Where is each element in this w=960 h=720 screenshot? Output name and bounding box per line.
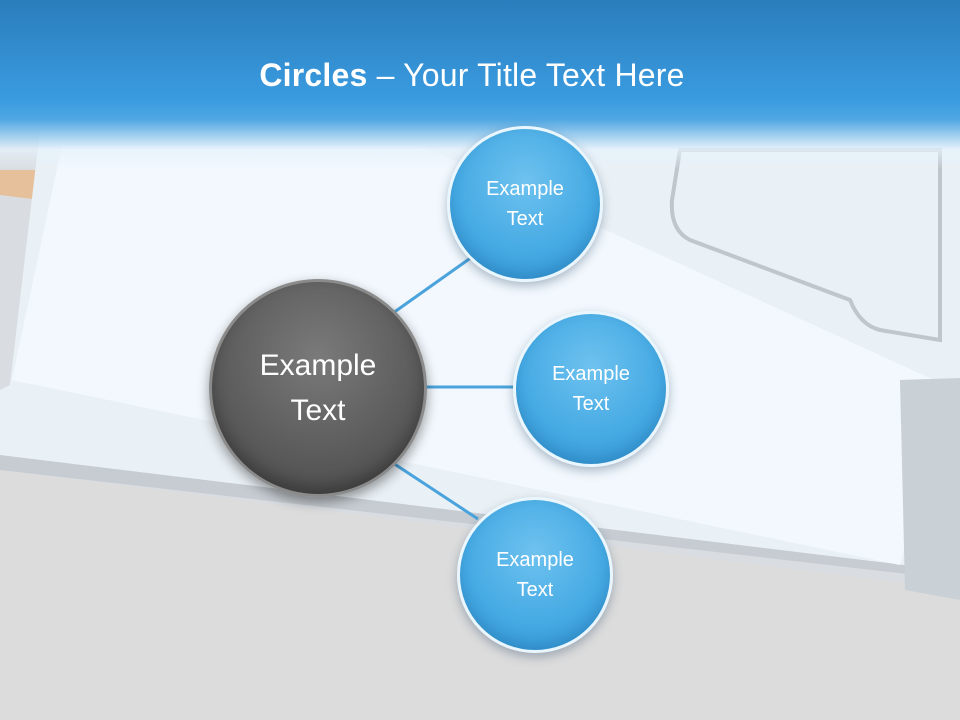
center-circle-label: Example Text <box>250 343 387 433</box>
satellite-circle-middle: Example Text <box>513 311 669 467</box>
satellite-top-label: Example Text <box>476 174 574 234</box>
center-line-1: Example <box>260 343 377 388</box>
satellite-top-line-1: Example <box>486 174 564 204</box>
satellite-circle-top: Example Text <box>447 126 603 282</box>
center-circle: Example Text <box>209 279 427 497</box>
satellite-middle-label: Example Text <box>542 359 640 419</box>
satellite-middle-line-2: Text <box>552 389 630 419</box>
connector-bottom <box>393 463 478 519</box>
satellite-top-line-2: Text <box>486 204 564 234</box>
connector-top <box>393 257 472 313</box>
satellite-bottom-line-2: Text <box>496 575 574 605</box>
satellite-circle-bottom: Example Text <box>457 497 613 653</box>
satellite-bottom-label: Example Text <box>486 545 584 605</box>
satellite-bottom-line-1: Example <box>496 545 574 575</box>
satellite-middle-line-1: Example <box>552 359 630 389</box>
center-line-2: Text <box>260 388 377 433</box>
